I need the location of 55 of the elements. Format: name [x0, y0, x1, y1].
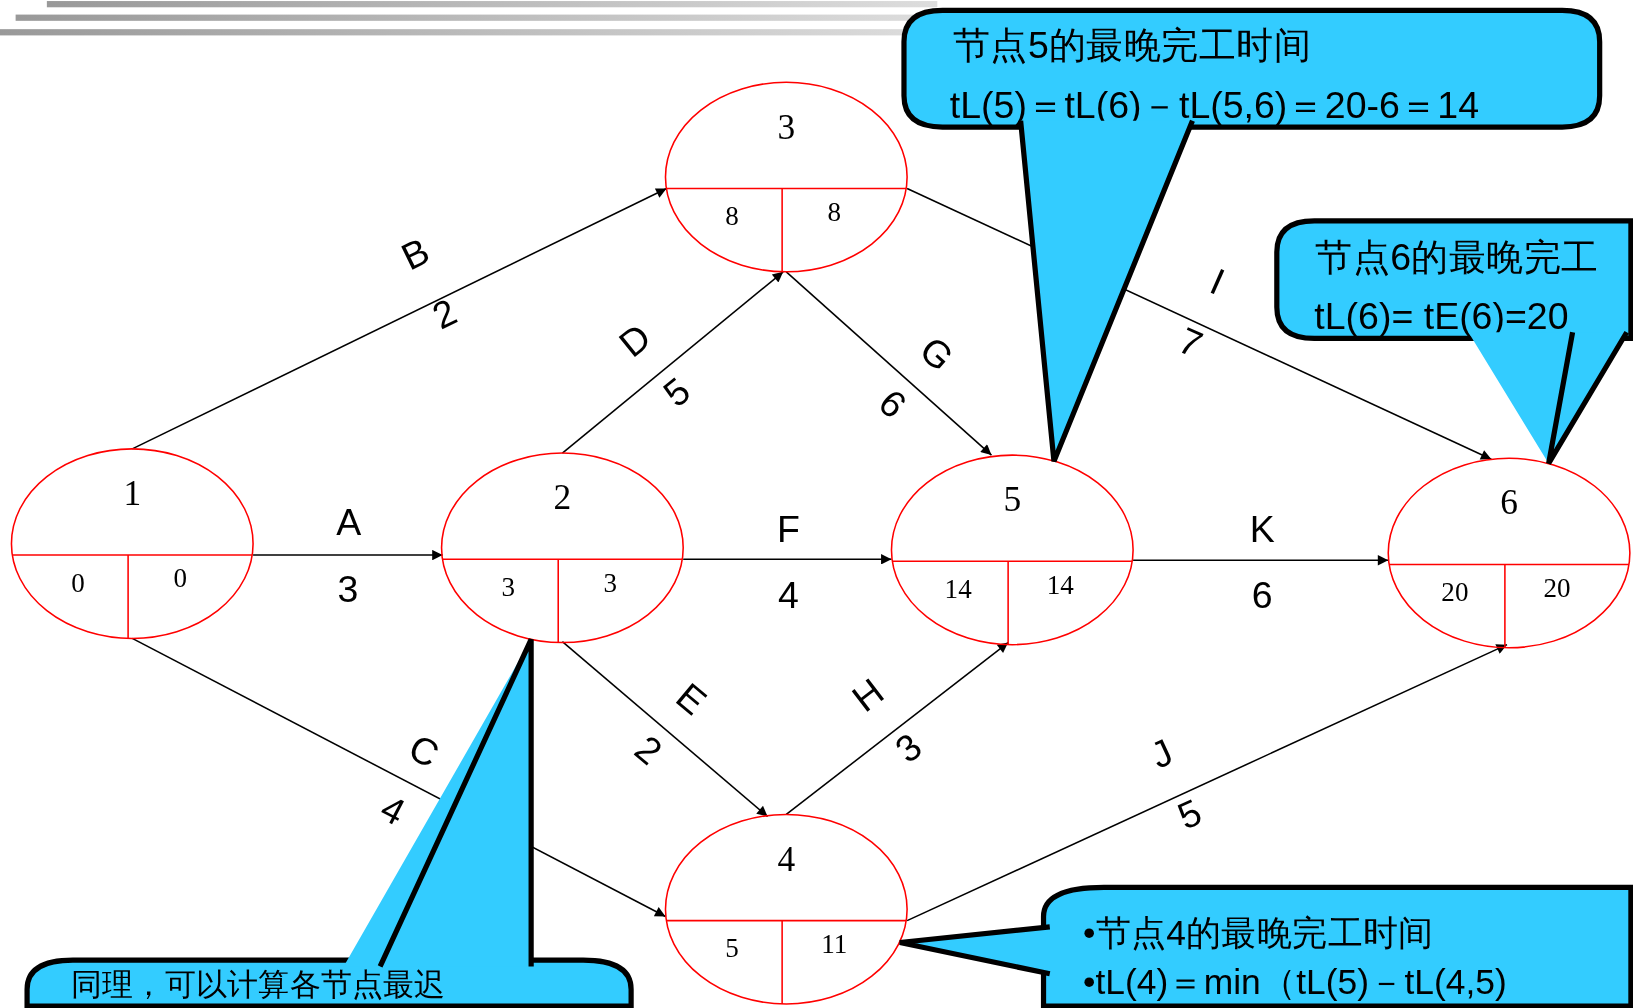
edge-label: K 6: [1249, 506, 1275, 619]
callout: [1276, 220, 1633, 339]
callout-text: tL(5)＝tL(6)－tL(5,6)＝20-6＝14: [949, 86, 1480, 124]
edge-label: H 3: [843, 668, 931, 774]
arrow: [252, 549, 444, 561]
edge-label: E 2: [625, 673, 716, 776]
time-value: 8: [827, 198, 841, 226]
edge-label: B 2: [393, 228, 465, 340]
event-node: [9, 446, 256, 641]
time-value: 0: [173, 565, 187, 593]
arrow: [1132, 555, 1390, 566]
callout-text: •节点4的最晚完工时间: [1083, 914, 1434, 950]
event-node: [1386, 456, 1632, 650]
arrow: [561, 640, 769, 818]
edge-label: J 5: [1143, 729, 1209, 840]
callout-text: 同理，可以计算各节点最迟: [70, 968, 446, 1000]
edge-label: G 6: [869, 327, 963, 429]
arrow: [131, 187, 668, 450]
callout-text: tL(6)= tE(6)=20: [1314, 297, 1569, 336]
node-number: 2: [553, 480, 572, 516]
event-node: [439, 450, 686, 645]
node-number: 5: [1003, 482, 1022, 518]
time-value: 3: [603, 569, 618, 597]
event-node: [663, 80, 910, 274]
edge-label: F 4: [776, 506, 800, 619]
arrow: [682, 554, 893, 565]
event-node: [889, 453, 1136, 647]
arrow: [785, 271, 993, 456]
arrow: [561, 271, 784, 454]
callout-pointer: [897, 924, 1053, 977]
node-number: 1: [123, 475, 142, 512]
callout-text: •tL(4)＝min（tL(5)－tL(4,5): [1083, 963, 1507, 999]
time-value: 0: [71, 569, 85, 597]
callout-text: 节点5的最晚完工时间: [952, 27, 1312, 65]
callout-text: 节点6的最晚完工: [1315, 238, 1599, 276]
node-number: 3: [777, 109, 796, 145]
callout: [1043, 887, 1633, 1008]
time-value: 3: [501, 573, 515, 601]
edge-label: A 3: [336, 499, 360, 613]
node-number: 4: [777, 841, 796, 877]
node-number: 6: [1500, 485, 1518, 521]
callout: [27, 960, 632, 1008]
event-node: [663, 812, 910, 1007]
arrow: [785, 641, 1009, 816]
edge-label: I 7: [1171, 258, 1233, 369]
time-value: 11: [821, 931, 848, 959]
time-value: 8: [725, 203, 739, 231]
edge-label: C 4: [372, 724, 447, 836]
time-value: 20: [1441, 579, 1469, 607]
time-value: 14: [1046, 571, 1074, 599]
edge-label: D 5: [609, 314, 700, 418]
time-value: 20: [1543, 574, 1571, 602]
time-value: 14: [944, 575, 972, 603]
callout: [904, 8, 1600, 128]
time-value: 5: [725, 935, 739, 963]
